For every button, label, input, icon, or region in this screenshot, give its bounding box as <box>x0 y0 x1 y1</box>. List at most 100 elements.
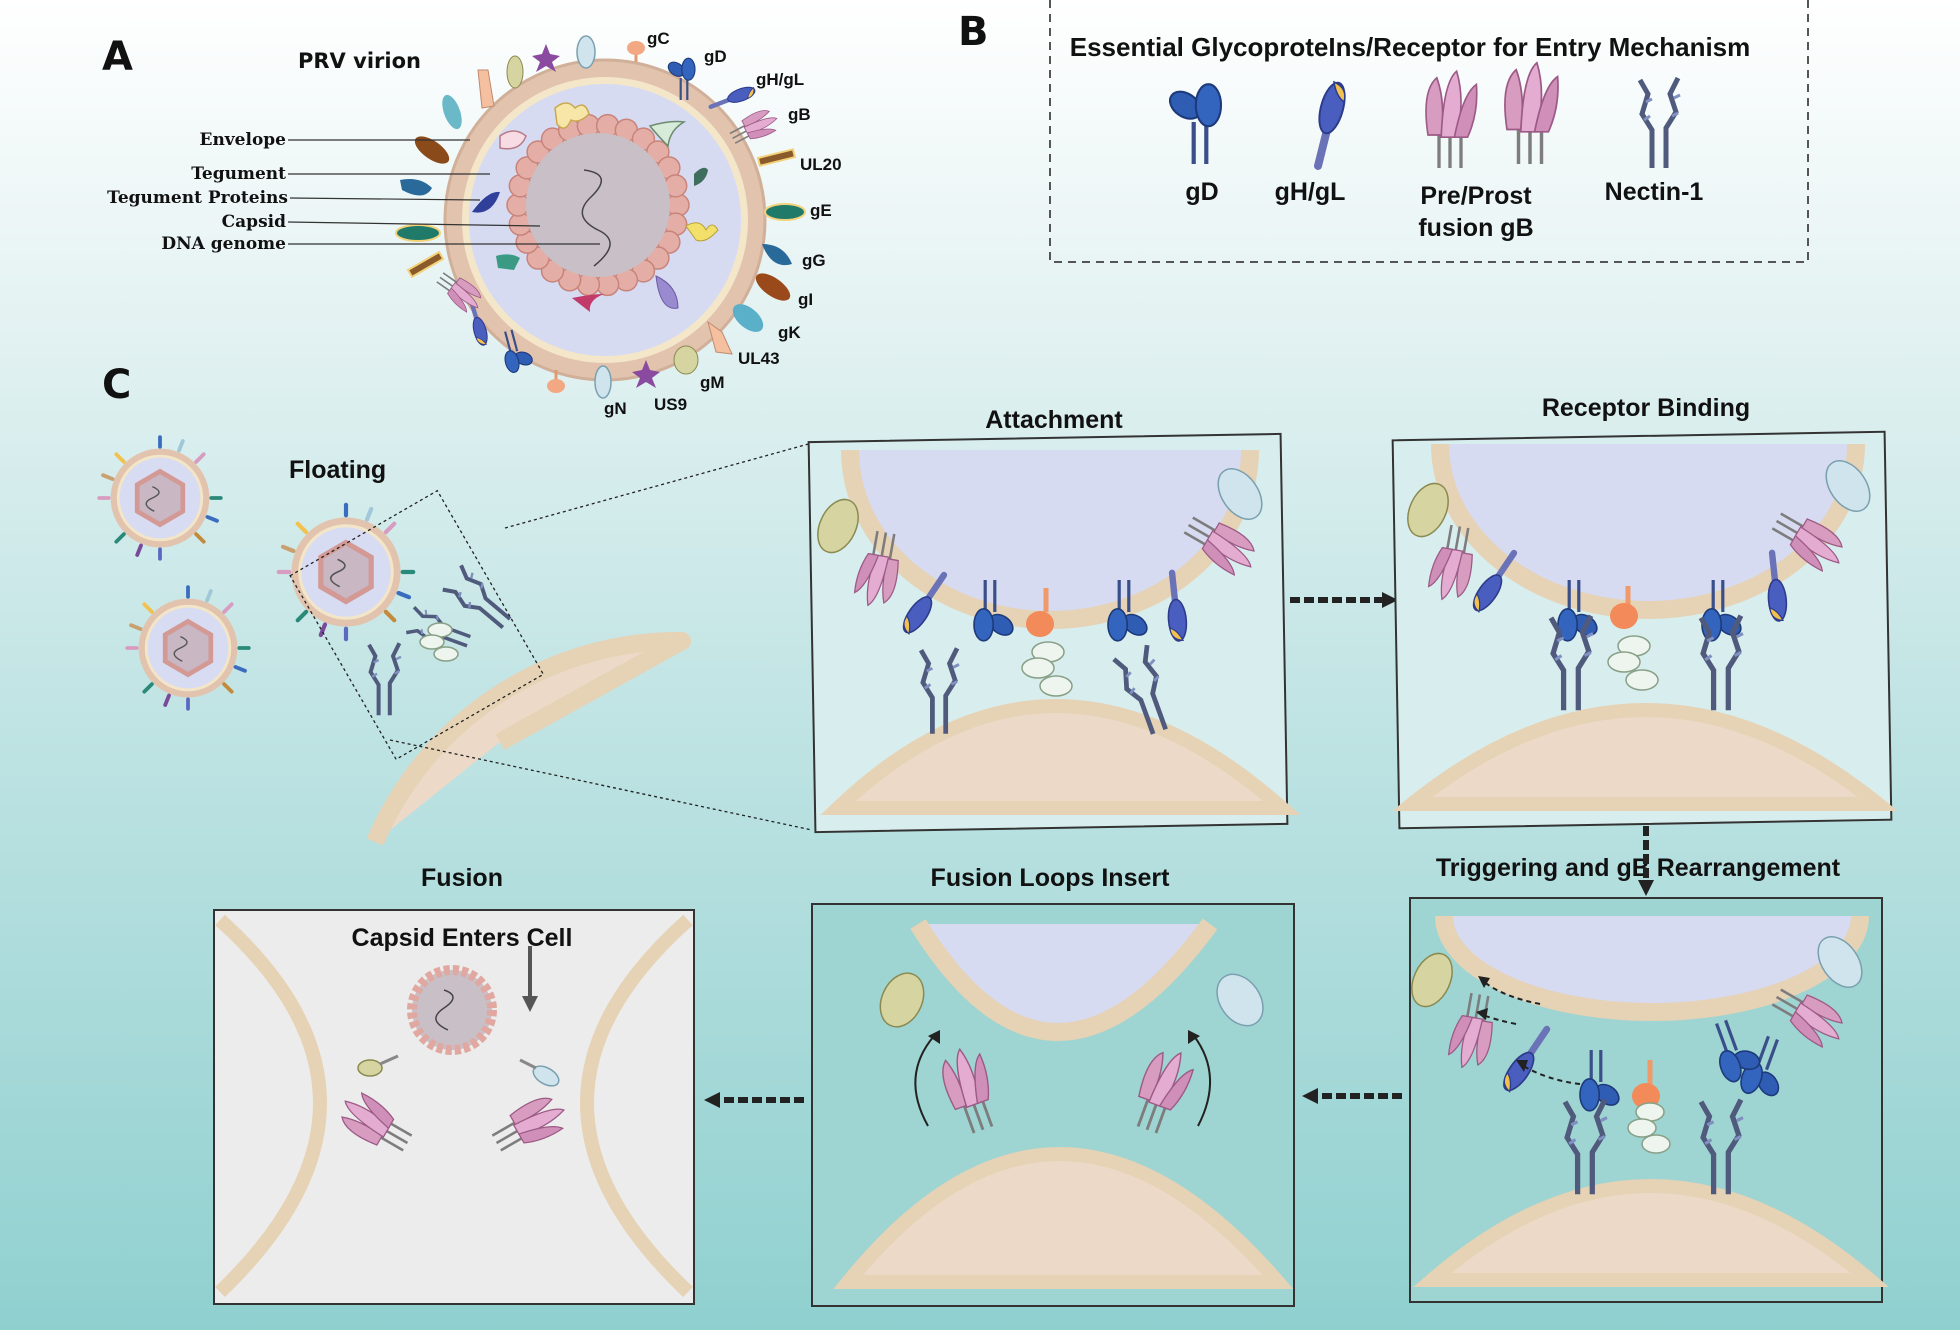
receptor-complex <box>419 622 459 662</box>
label-gC: gC <box>647 29 670 48</box>
stage-triggering-label: Triggering and gB Rearrangement <box>1436 854 1841 882</box>
tegument-protein <box>499 130 527 150</box>
arrow-to-fusion <box>704 1092 804 1108</box>
tegument-protein <box>572 294 604 312</box>
label-gH-gL: gH/gL <box>756 70 804 89</box>
label-gB: gB <box>788 105 811 124</box>
gC-icon <box>627 41 645 55</box>
legend-gD-label: gD <box>1185 178 1218 206</box>
post-fusion-gB-icon <box>1503 61 1560 166</box>
dna-genome <box>581 169 611 267</box>
gM-icon <box>879 972 925 1028</box>
tegument-protein <box>694 167 708 186</box>
legend-gB-label-line2: fusion gB <box>1418 214 1533 242</box>
panel-b: B Essential GlycoproteIns/Receptor for E… <box>958 0 1809 263</box>
label-UL20: UL20 <box>800 155 842 174</box>
floating-virion <box>99 437 221 559</box>
arrow-to-fusion-loops <box>1302 1088 1402 1104</box>
virion-title: PRV virion <box>298 49 421 73</box>
panel-a: A PRV virion <box>102 29 842 418</box>
gN-icon <box>532 1065 560 1087</box>
receptor-complex <box>1021 641 1073 697</box>
panel-b-letter: B <box>958 9 989 55</box>
label-gI: gI <box>798 290 813 309</box>
tegument-protein <box>554 102 590 129</box>
pre-fusion-gB-icon <box>1424 69 1479 170</box>
gG-icon <box>762 244 792 266</box>
gK-icon <box>732 304 764 332</box>
attachment-frame <box>807 432 1301 834</box>
fusion-loops-frame <box>811 903 1295 1307</box>
tegument-protein <box>496 254 520 270</box>
tegument-protein <box>648 120 687 148</box>
nectin-1-icon <box>1640 78 1680 168</box>
panel-c: C Floating Attachment Receptor Binding T… <box>99 362 1898 1307</box>
capsid-entering <box>407 965 497 1055</box>
gG-icon <box>400 179 432 196</box>
legend-box <box>1049 0 1809 263</box>
fusion-frame: Capsid Enters Cell <box>213 909 695 1305</box>
UL20-icon <box>756 148 797 167</box>
receptor-binding-frame <box>1391 430 1898 830</box>
label-gD: gD <box>704 47 727 66</box>
glycoprotein-labels: gC gD gH/gL gB UL20 gE gG gI gK UL43 gM … <box>604 29 842 418</box>
label-gN: gN <box>604 399 627 418</box>
gM-icon <box>1411 952 1453 1008</box>
capsid <box>506 113 690 297</box>
gN-icon <box>1216 973 1264 1027</box>
gH-gL-legend-icon <box>1315 80 1350 166</box>
UL43-icon <box>477 69 495 109</box>
US9-icon <box>532 44 560 72</box>
label-dna-genome: DNA genome <box>161 234 286 254</box>
legend-gB-label-line1: Pre/Prost <box>1420 182 1532 210</box>
gN-icon <box>594 365 612 399</box>
zoom-region <box>289 489 545 761</box>
gE-icon <box>395 224 441 242</box>
tegument-protein <box>685 222 719 242</box>
gM-icon <box>506 55 524 89</box>
label-gM: gM <box>700 373 725 392</box>
structure-labels: Envelope Tegument Tegument Proteins Caps… <box>107 130 600 254</box>
legend-title: Essential GlycoproteIns/Receptor for Ent… <box>1070 32 1751 62</box>
virion-diagram <box>443 58 767 382</box>
gM-icon <box>357 1059 383 1077</box>
label-gK: gK <box>778 323 801 342</box>
label-capsid: Capsid <box>222 212 286 232</box>
legend-gH-gL-label: gH/gL <box>1275 178 1346 206</box>
gM-icon <box>1407 482 1449 538</box>
gN-icon <box>1825 460 1871 512</box>
triggering-frame <box>1409 897 1889 1303</box>
gI-icon <box>414 136 450 164</box>
stage-fusion-loops-label: Fusion Loops Insert <box>931 864 1171 892</box>
panel-c-letter: C <box>102 362 131 408</box>
capsid-enters-label: Capsid Enters Cell <box>352 924 573 952</box>
gI-icon <box>755 273 791 301</box>
stage-fusion-label: Fusion <box>421 864 503 892</box>
tegument-protein <box>472 191 500 213</box>
attaching-virion <box>279 505 413 639</box>
gN-icon <box>576 35 596 69</box>
label-envelope: Envelope <box>199 130 286 150</box>
US9-icon <box>632 360 660 388</box>
gK-icon <box>442 94 462 130</box>
legend-nectin-label: Nectin-1 <box>1605 178 1704 206</box>
floating-virion <box>127 587 249 709</box>
gE-icon <box>764 203 806 221</box>
panel-a-letter: A <box>102 34 133 80</box>
label-gE: gE <box>810 201 832 220</box>
label-gG: gG <box>802 251 826 270</box>
label-tegument-proteins: Tegument Proteins <box>107 188 288 208</box>
nectin-1-icon <box>369 643 401 715</box>
receptor-complex <box>1627 1102 1671 1154</box>
UL43-icon <box>707 320 733 355</box>
stage-floating-label: Floating <box>289 456 386 484</box>
receptor-complex <box>1607 635 1659 691</box>
gN-icon <box>1817 936 1863 988</box>
gD-legend-icon <box>1165 84 1221 164</box>
UL20-icon <box>406 250 445 279</box>
gC-icon <box>1610 603 1638 629</box>
nectin-1-icon <box>442 564 518 635</box>
label-UL43: UL43 <box>738 349 780 368</box>
stage-receptor-binding-label: Receptor Binding <box>1542 394 1750 422</box>
